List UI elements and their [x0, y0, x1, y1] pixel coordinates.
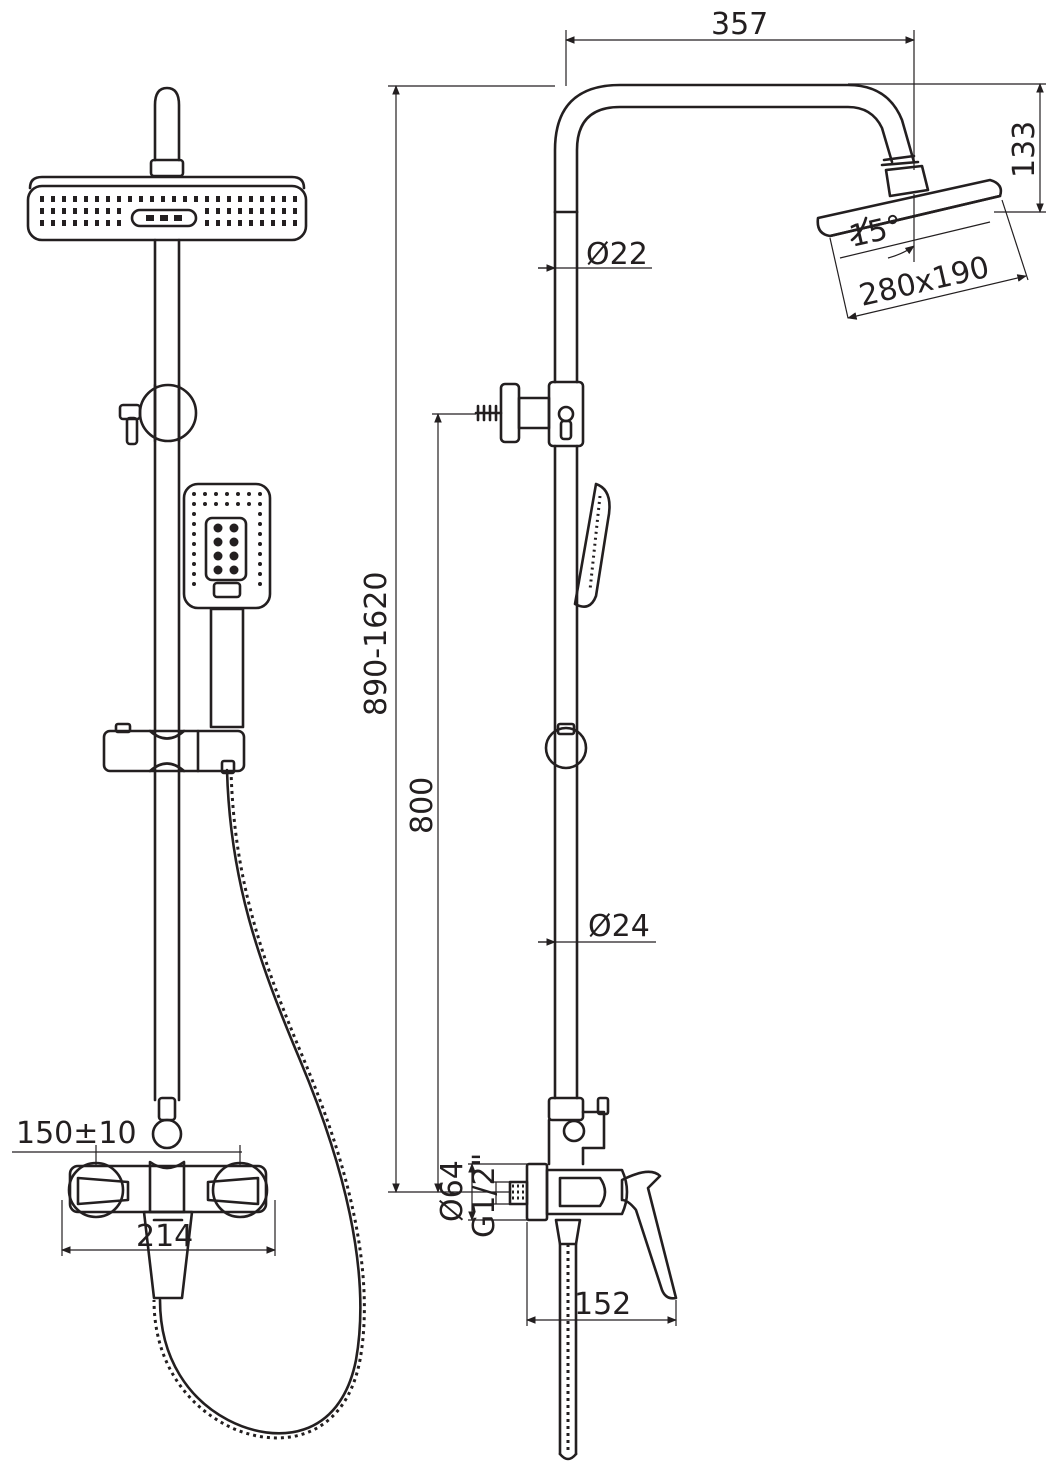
- side-view: 15° 280x190: [359, 7, 1046, 1461]
- mixer-side: [508, 1162, 678, 1300]
- front-top-pipe: [153, 86, 181, 162]
- dim-head-offset: 357: [711, 7, 768, 42]
- front-head-connector: [149, 158, 185, 178]
- side-arch-pipe: [553, 83, 916, 214]
- mixer-front: [67, 1160, 269, 1300]
- side-head-neck: [884, 164, 930, 198]
- front-riser-pipe: [153, 238, 181, 1102]
- dim-thread-size: G1/2": [467, 1153, 502, 1238]
- hand-shower-side: [573, 482, 611, 608]
- dim-bar-length: 800: [405, 777, 440, 834]
- flexible-hose-side: [558, 1242, 578, 1456]
- rain-shower-head-front: [26, 175, 308, 242]
- dim-head-size: 280x190: [856, 250, 993, 314]
- flexible-hose-front: [158, 768, 362, 1435]
- dim-wall-center: 150±10: [16, 1116, 137, 1151]
- hand-shower-front: [182, 482, 272, 729]
- front-slider-holder: [102, 722, 246, 775]
- dim-head-height: 133: [1007, 121, 1042, 178]
- side-slider-knob: [544, 722, 588, 770]
- dim-total-height: 890-1620: [359, 572, 394, 716]
- dim-pipe-diameter-lower: Ø24: [588, 909, 650, 944]
- front-upper-bracket: [118, 383, 198, 446]
- dim-mixer-depth: 152: [574, 1287, 631, 1322]
- dim-tilt-angle: 15°: [846, 209, 906, 255]
- dim-mixer-width: 214: [136, 1219, 193, 1254]
- front-diverter: [151, 1096, 183, 1150]
- dim-flange-diameter: Ø64: [435, 1160, 470, 1222]
- dim-pipe-diameter-upper: Ø22: [586, 237, 648, 272]
- side-diverter: [547, 1096, 610, 1166]
- rain-shower-head-side: [816, 178, 1003, 242]
- side-slide-bar: [553, 444, 579, 1100]
- side-upper-bracket: [474, 380, 585, 448]
- front-view: 150±10 214: [12, 86, 366, 1440]
